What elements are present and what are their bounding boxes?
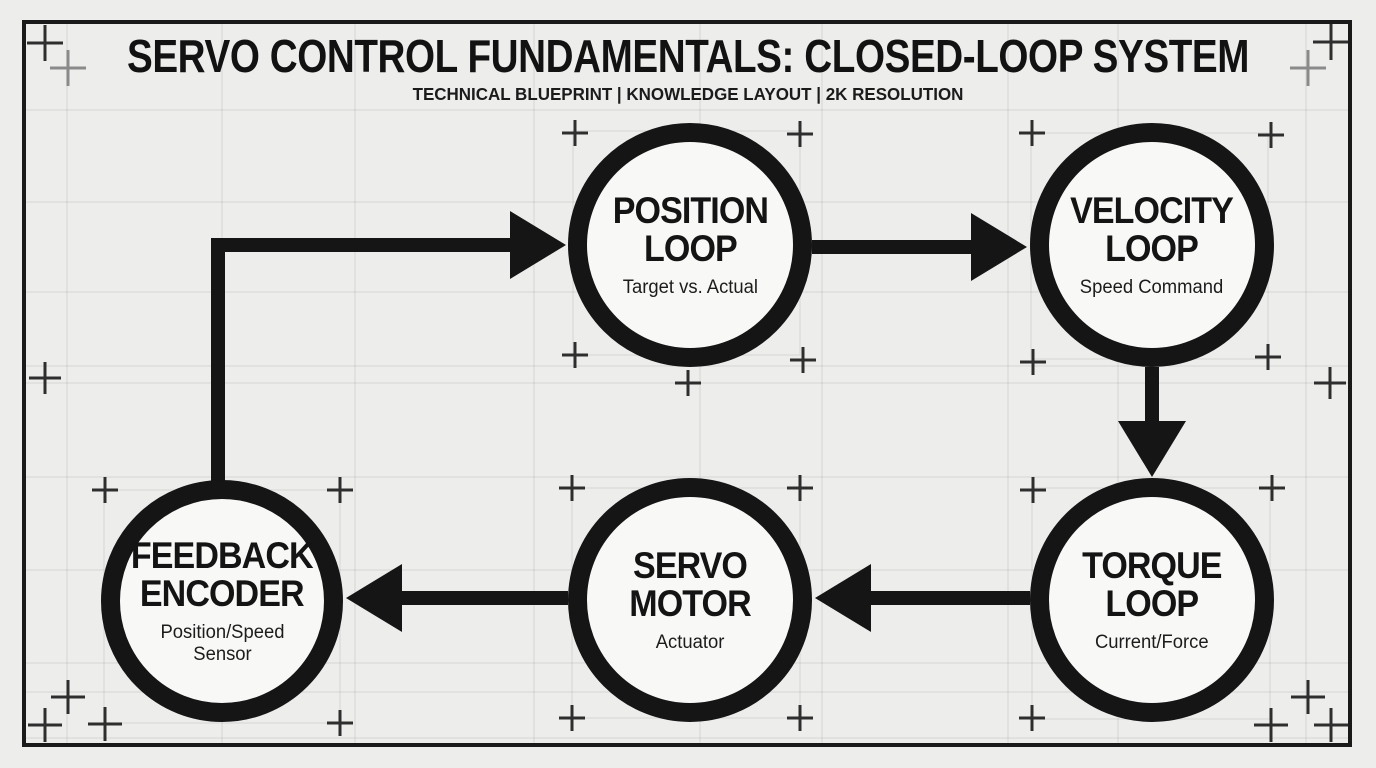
node-label-line: TORQUE xyxy=(1082,544,1222,586)
page-title: SERVO CONTROL FUNDAMENTALS: CLOSED-LOOP … xyxy=(126,30,1250,82)
node-label-line: POSITION xyxy=(612,189,768,231)
node-sublabel: Target vs. Actual xyxy=(622,276,758,298)
arrow-head-icon xyxy=(971,213,1027,281)
node-label-line: LOOP xyxy=(1105,582,1200,624)
arrow-head-icon xyxy=(815,564,871,632)
arrow-line-feedback-encoder-to-position-loop xyxy=(211,238,513,482)
node-label-line: MOTOR xyxy=(629,582,751,624)
node-sublabel: Position/Speed Sensor xyxy=(159,622,284,665)
arrow-head-icon xyxy=(510,211,566,279)
arrow-head-icon xyxy=(346,564,402,632)
node-label-line: VELOCITY xyxy=(1070,189,1235,231)
node-label-line: LOOP xyxy=(1105,227,1200,269)
arrow-head-icon xyxy=(1118,421,1186,477)
node-label-line: ENCODER xyxy=(140,573,305,615)
node-label-line: FEEDBACK xyxy=(131,535,314,577)
node-label-line: LOOP xyxy=(643,227,738,269)
page-subtitle: TECHNICAL BLUEPRINT | KNOWLEDGE LAYOUT |… xyxy=(412,84,964,104)
node-sublabel: Speed Command xyxy=(1080,276,1224,298)
node-sublabel: Current/Force xyxy=(1095,631,1209,653)
node-label-line: SERVO xyxy=(633,544,748,586)
node-sublabel: Actuator xyxy=(655,631,725,653)
